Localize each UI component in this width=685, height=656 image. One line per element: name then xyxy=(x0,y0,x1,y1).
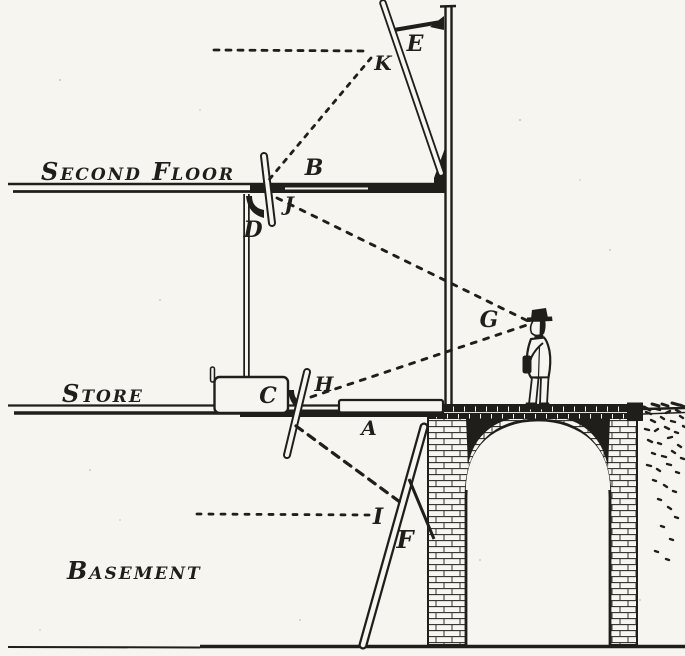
point-label-B: B xyxy=(304,155,324,181)
hat-crown xyxy=(531,308,548,319)
sidewalk-band xyxy=(428,404,628,419)
right-spandrel-shadow xyxy=(564,418,610,468)
point-label-K: K xyxy=(373,51,393,75)
second-floor-slab xyxy=(8,182,445,193)
left-voussoir-band xyxy=(465,422,536,491)
wall-top-cap xyxy=(439,4,457,8)
basement-label: Basement xyxy=(66,556,202,585)
curb-block xyxy=(627,402,643,421)
back-leg xyxy=(539,376,550,405)
point-label-D: D xyxy=(242,217,262,243)
second-floor-horizontal-ray xyxy=(212,48,370,53)
mirror-D-to-observer-ray xyxy=(275,196,530,323)
mirror-strut xyxy=(407,478,436,540)
second-floor-mirror-board-D xyxy=(246,152,276,227)
point-label-H: H xyxy=(314,372,335,396)
brick-vault-arch xyxy=(427,416,638,646)
bracket-flare xyxy=(430,16,444,30)
left-spandrel-shadow xyxy=(466,418,512,466)
labels: Second Floor Store Basement E K B J D C … xyxy=(41,31,498,585)
head-shadow xyxy=(539,321,545,336)
pedestrian-figure xyxy=(522,308,553,410)
store-mirror-board-H xyxy=(283,368,311,459)
store-label: Store xyxy=(62,379,144,408)
second-floor-label: Second Floor xyxy=(41,157,235,186)
point-label-I: I xyxy=(372,504,384,530)
mirror-bracket xyxy=(246,196,264,218)
window-platform xyxy=(337,398,445,414)
upper-mirror-board-E xyxy=(379,0,445,177)
point-label-C: C xyxy=(259,383,277,409)
basement-mirror-board-F xyxy=(358,422,436,650)
point-label-A: A xyxy=(359,416,377,440)
sight-lines xyxy=(195,48,530,517)
back-shoe xyxy=(538,402,551,410)
basement-horizontal-ray xyxy=(195,512,373,517)
counter-box xyxy=(213,375,290,415)
right-sidewalk-line xyxy=(642,406,685,411)
point-label-E: E xyxy=(406,31,425,57)
paper-texture xyxy=(39,78,641,631)
hand-object xyxy=(522,355,532,374)
store-mirror-to-observer-ray xyxy=(309,323,529,399)
point-label-G: G xyxy=(480,307,499,333)
right-voussoir-band xyxy=(540,422,611,491)
coat-split xyxy=(537,345,541,378)
storefront-wall xyxy=(439,4,457,406)
point-label-F: F xyxy=(395,525,415,554)
mirror-bracket xyxy=(393,20,442,32)
upper-mirror-assembly xyxy=(379,0,445,177)
point-label-J: J xyxy=(280,192,295,216)
store-mirror-to-basement-ray xyxy=(294,424,402,504)
right-sidewalk-line-2 xyxy=(642,411,685,415)
front-shoe xyxy=(523,402,538,410)
mirror-E-to-mirror-D-ray xyxy=(266,56,373,183)
ground-line-left xyxy=(7,646,201,649)
arm xyxy=(529,342,544,363)
